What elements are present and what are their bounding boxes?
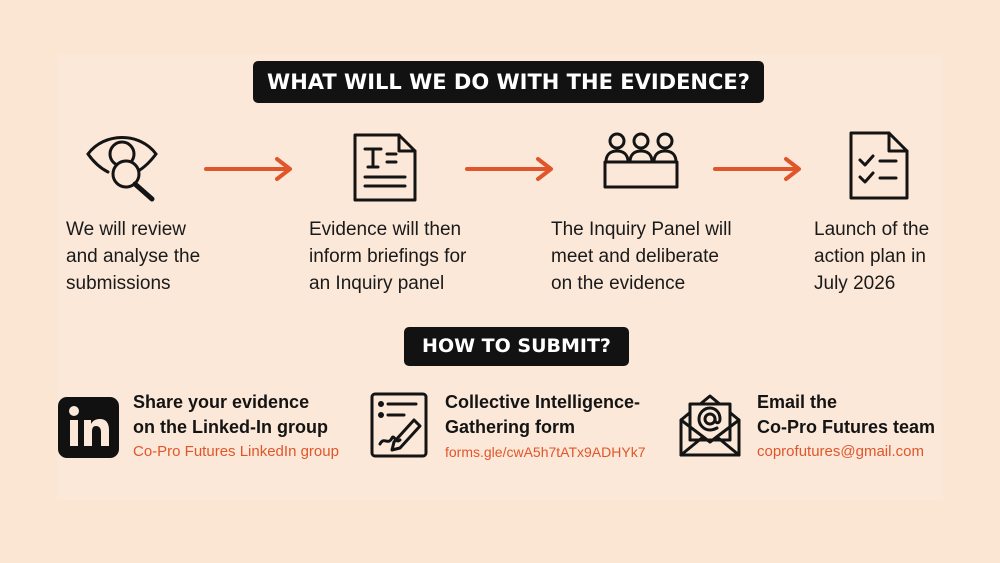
step-text-line: July 2026: [814, 273, 896, 294]
title-line: on the Linked-In group: [133, 417, 328, 437]
form-writing-icon[interactable]: [370, 392, 428, 458]
step-panel-text: The Inquiry Panel will meet and delibera…: [551, 216, 732, 297]
document-briefing-icon: [353, 133, 417, 202]
step-text-line: Evidence will then: [309, 219, 462, 240]
form-option-title: Collective Intelligence- Gathering form: [445, 390, 640, 440]
eye-search-icon: [86, 136, 158, 202]
step-text-line: We will review: [66, 219, 187, 240]
step-text-line: on the evidence: [551, 273, 686, 294]
email-link[interactable]: coprofutures@gmail.com: [757, 443, 924, 460]
title-line: Co-Pro Futures team: [757, 417, 936, 437]
step-launch-text: Launch of the action plan in July 2026: [814, 216, 929, 297]
submit-heading: HOW TO SUBMIT?: [404, 327, 629, 366]
step-briefings-text: Evidence will then inform briefings for …: [309, 216, 466, 297]
arrow-right-icon: [465, 157, 553, 181]
checklist-icon: [849, 131, 909, 200]
linkedin-icon[interactable]: [58, 397, 119, 458]
step-review-text: We will review and analyse the submissio…: [66, 216, 200, 297]
panel-group-icon: [603, 132, 679, 189]
evidence-heading: WHAT WILL WE DO WITH THE EVIDENCE?: [253, 61, 764, 103]
linkedin-group-link[interactable]: Co-Pro Futures LinkedIn group: [133, 443, 339, 460]
linkedin-option-title: Share your evidence on the Linked-In gro…: [133, 390, 328, 440]
arrow-right-icon: [713, 157, 801, 181]
title-line: Email the: [757, 392, 838, 412]
step-text-line: and analyse the: [66, 246, 201, 267]
email-icon[interactable]: [678, 392, 742, 458]
step-text-line: Launch of the: [814, 219, 930, 240]
step-text-line: The Inquiry Panel will: [551, 219, 732, 240]
step-text-line: action plan in: [814, 246, 926, 267]
title-line: Collective Intelligence-: [445, 392, 641, 412]
step-text-line: meet and deliberate: [551, 246, 719, 267]
arrow-right-icon: [204, 157, 292, 181]
email-option-title: Email the Co-Pro Futures team: [757, 390, 935, 440]
step-text-line: an Inquiry panel: [309, 273, 445, 294]
form-link[interactable]: forms.gle/cwA5h7tATx9ADHYk7: [445, 444, 646, 460]
step-text-line: inform briefings for: [309, 246, 467, 267]
step-text-line: submissions: [66, 273, 171, 294]
content-panel: [57, 55, 943, 500]
title-line: Share your evidence: [133, 392, 310, 412]
title-line: Gathering form: [445, 417, 576, 437]
